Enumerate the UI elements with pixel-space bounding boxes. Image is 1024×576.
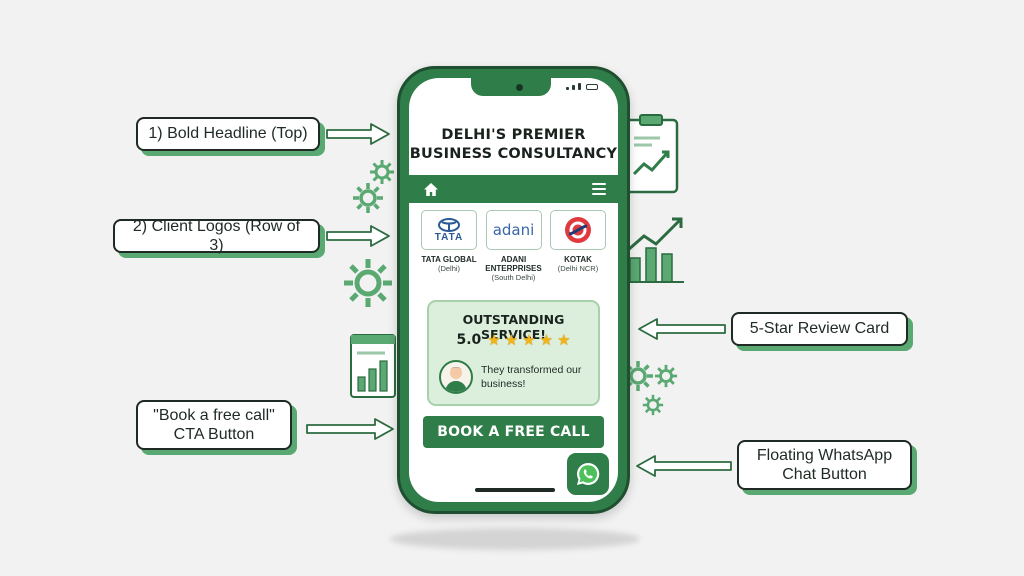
client-location: (South Delhi)	[491, 273, 536, 282]
kotak-emblem-icon	[565, 217, 591, 243]
phone-screen: DELHI'S PREMIER BUSINESS CONSULTANCY	[409, 78, 618, 502]
star-icon: ★	[557, 331, 571, 349]
tata-logo-text: TATA	[434, 231, 464, 243]
callout-client-logos: 2) Client Logos (Row of 3)	[113, 217, 320, 254]
review-card: OUTSTANDING SERVICE! 5.0 ★ ★ ★ ★ ★	[427, 300, 600, 406]
adani-logo: adani	[485, 210, 542, 250]
client-logo-kotak[interactable]: KOTAK (Delhi NCR)	[548, 210, 608, 282]
clipboard-chart-icon	[623, 114, 679, 194]
review-quote-line1: They transformed our	[481, 364, 582, 376]
gear-icon	[353, 183, 383, 213]
callout-whatsapp-line1: Floating WhatsApp	[756, 446, 893, 464]
client-logo-adani[interactable]: adani ADANI ENTERPRISES (South Delhi)	[484, 210, 544, 282]
gear-icon	[344, 259, 392, 307]
headline-line2: BUSINESS CONSULTANCY	[409, 146, 618, 162]
client-logo-tata[interactable]: TATA TATA GLOBAL (Delhi)	[419, 210, 479, 282]
client-logos-row: TATA TATA GLOBAL (Delhi) adani ADANI ENT…	[419, 210, 608, 282]
review-title: OUTSTANDING SERVICE!	[462, 312, 565, 342]
callout-headline-text: 1) Bold Headline (Top)	[148, 125, 308, 143]
whatsapp-chat-button[interactable]	[567, 453, 609, 495]
page-headline: DELHI'S PREMIER BUSINESS CONSULTANCY	[409, 126, 618, 164]
book-free-call-button[interactable]: BOOK A FREE CALL	[423, 416, 604, 448]
gear-icon	[654, 364, 678, 388]
client-name-line1: ADANI	[500, 255, 527, 264]
callout-cta-button: "Book a free call" CTA Button	[136, 400, 292, 450]
person-icon	[445, 367, 467, 392]
avatar	[439, 360, 473, 394]
arrow-right-icon	[326, 123, 390, 145]
growth-chart-icon	[626, 217, 684, 283]
kotak-logo	[550, 210, 606, 250]
nav-bar	[409, 175, 618, 203]
gear-icon	[370, 160, 394, 184]
arrow-right-icon	[326, 225, 390, 247]
arrow-left-icon	[636, 455, 732, 477]
callout-review-card: 5-Star Review Card	[731, 312, 908, 346]
star-icon: ★	[539, 331, 554, 349]
gear-icon	[642, 394, 664, 416]
star-icon: ★	[522, 331, 536, 349]
camera-icon	[516, 84, 523, 91]
callout-whatsapp-button: Floating WhatsApp Chat Button	[737, 440, 912, 490]
client-name: TATA GLOBAL	[421, 255, 477, 264]
rating-score: 5.0	[456, 332, 482, 348]
callout-whatsapp-line2: Chat Button	[782, 466, 867, 483]
phone-mockup: DELHI'S PREMIER BUSINESS CONSULTANCY	[397, 66, 630, 514]
star-icon: ★	[504, 331, 519, 349]
tata-logo: TATA	[421, 210, 477, 250]
client-location: (Delhi NCR)	[557, 264, 599, 273]
client-name: KOTAK	[564, 255, 592, 264]
adani-logo-text: adani	[492, 221, 535, 239]
star-icon: ★	[487, 331, 501, 349]
review-body: They transformed our business!	[439, 360, 601, 394]
arrow-left-icon	[638, 318, 726, 340]
home-indicator	[475, 488, 555, 492]
phone-shadow	[390, 528, 640, 550]
home-icon[interactable]	[423, 182, 439, 197]
hamburger-menu-icon[interactable]	[592, 183, 606, 195]
callout-logos-text: 2) Client Logos (Row of 3)	[132, 217, 301, 254]
callout-cta-line2: CTA Button	[173, 426, 255, 443]
rating-row: 5.0 ★ ★ ★ ★ ★	[429, 332, 598, 348]
whatsapp-icon	[577, 462, 600, 485]
tata-emblem-icon	[438, 217, 460, 232]
battery-icon	[586, 84, 598, 90]
arrow-right-icon	[306, 418, 394, 440]
callout-review-text: 5-Star Review Card	[749, 320, 890, 338]
review-quote-line2: business!	[481, 378, 526, 390]
phone-notch	[471, 78, 551, 96]
review-quote: They transformed our business!	[481, 363, 601, 391]
callout-bold-headline: 1) Bold Headline (Top)	[136, 117, 320, 151]
client-name: ADANI ENTERPRISES	[485, 255, 541, 273]
headline-line1: DELHI'S PREMIER	[441, 127, 586, 143]
callout-cta-line1: "Book a free call"	[153, 406, 275, 424]
client-name-line2: ENTERPRISES	[485, 264, 542, 273]
status-bar-icons	[566, 83, 598, 90]
client-location: (Delhi)	[437, 264, 461, 273]
bar-chart-window-icon	[350, 334, 396, 398]
